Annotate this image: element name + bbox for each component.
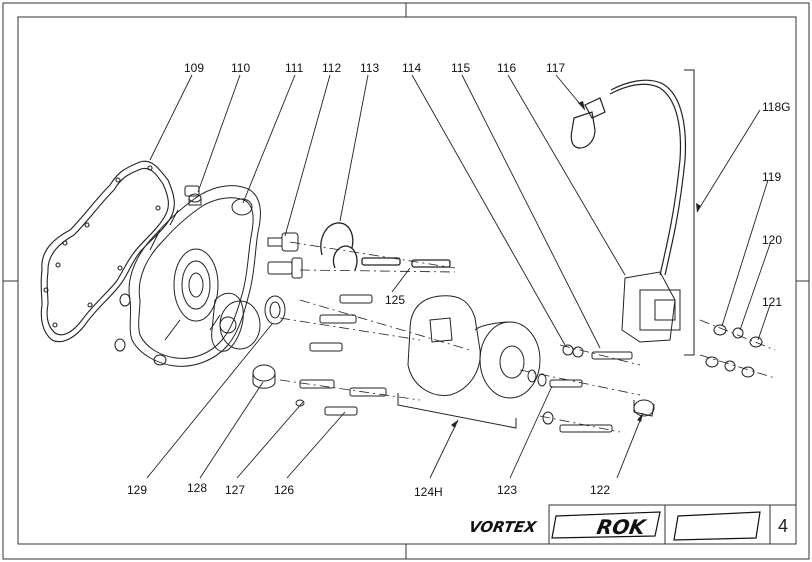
rok-logo: ROK: [595, 511, 761, 541]
bolt-110-drawing: [188, 193, 202, 206]
callout-127: 127: [225, 483, 245, 497]
callout-125: 125: [385, 293, 405, 307]
bracket-124H: [397, 393, 517, 429]
callout-123: 123: [497, 483, 517, 497]
callout-116: 116: [497, 61, 516, 75]
callout-118G: 118G: [762, 100, 790, 114]
page-number: 4: [778, 516, 788, 536]
rok-logo-text: ROK: [595, 515, 648, 539]
inner-frame: [17, 16, 797, 545]
assembly-centerlines: [279, 241, 776, 433]
callout-114: 114: [402, 61, 421, 75]
callout-109: 109: [184, 61, 204, 75]
callout-115: 115: [451, 61, 470, 75]
arrowhead-117: [578, 101, 585, 110]
arrowhead-122: [637, 413, 643, 422]
bushings-112-drawing: [267, 232, 303, 279]
leader-lines: [146, 74, 771, 479]
screws-set-drawing: [295, 294, 387, 416]
callout-117: 117: [546, 61, 565, 75]
washers-114-115-drawing: [562, 344, 633, 360]
callout-112: 112: [322, 61, 341, 75]
callout-129: 129: [127, 483, 147, 497]
washers-119-121-drawing: [705, 324, 763, 378]
callout-128: 128: [187, 481, 207, 495]
seal-129-drawing: [264, 295, 286, 325]
bracket-118G: [684, 69, 695, 356]
callout-111: 111: [285, 61, 304, 75]
title-block: VORTEX ROK 4: [467, 504, 797, 545]
rotor-124H-drawing: [407, 295, 541, 399]
coupling-drawing: [219, 300, 261, 350]
callout-122: 122: [590, 483, 610, 497]
nut-128-drawing: [252, 364, 276, 389]
vortex-logo-text: VORTEX: [467, 518, 538, 536]
title-block-frame: [548, 504, 797, 545]
callout-119: 119: [762, 170, 781, 184]
callout-110: 110: [231, 61, 250, 75]
callout-126: 126: [274, 483, 294, 497]
callout-113: 113: [360, 61, 379, 75]
callout-121: 121: [762, 295, 782, 309]
ignition-coil-116-drawing: [621, 271, 681, 343]
ht-lead-117-drawing: [570, 79, 687, 276]
clips-113-drawing: [320, 222, 451, 271]
arrowhead-118G: [696, 203, 701, 212]
cover-111-drawing: [114, 185, 261, 367]
callout-120: 120: [762, 233, 782, 247]
vortex-logo: VORTEX: [467, 511, 661, 539]
gasket-109-drawing: [40, 160, 175, 343]
washers-123-drawing: [527, 369, 583, 388]
arrowhead-124H: [451, 420, 458, 428]
callout-124H: 124H: [414, 485, 443, 499]
